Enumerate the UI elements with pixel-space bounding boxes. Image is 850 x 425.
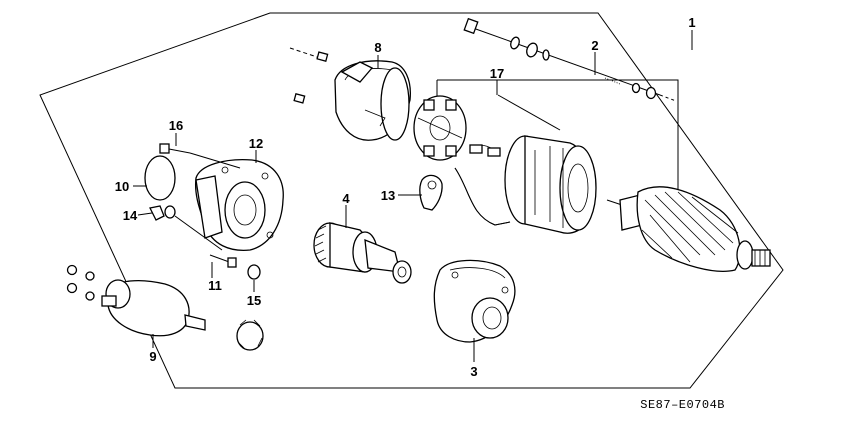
field-yoke [454, 135, 597, 234]
screw-16 [159, 143, 241, 169]
callout-11: 11 [208, 278, 222, 293]
gear-housing [433, 259, 516, 343]
callout-17-bracket [436, 79, 679, 190]
drive-housing [194, 159, 284, 251]
idler-gear [236, 319, 264, 351]
terminal-lead [419, 174, 443, 211]
grommet [247, 264, 261, 280]
diagram-boundary [39, 12, 784, 389]
through-bolt [463, 17, 677, 102]
diagram-code: SE87–E0704B [640, 398, 725, 412]
rear-end-cover [289, 47, 411, 141]
callout-3: 3 [470, 364, 477, 379]
callout-16: 16 [169, 118, 183, 133]
callout-13: 13 [381, 188, 395, 203]
callout-labels: 1 2 3 4 8 9 10 11 12 13 14 15 16 17 [115, 15, 696, 379]
o-ring [144, 155, 176, 201]
callout-2: 2 [591, 38, 598, 53]
armature [606, 186, 771, 272]
callout-15: 15 [247, 293, 261, 308]
overrunning-clutch [313, 222, 412, 284]
bolt-11 [209, 254, 237, 268]
callout-17: 17 [490, 66, 504, 81]
callout-10: 10 [115, 179, 129, 194]
solenoid [66, 264, 206, 337]
callout-12: 12 [249, 136, 263, 151]
callout-9: 9 [149, 349, 156, 364]
callout-1: 1 [688, 15, 695, 30]
callout-14: 14 [123, 208, 138, 223]
leader-lines [133, 30, 693, 362]
callout-4: 4 [342, 191, 350, 206]
terminal-clip [149, 205, 223, 251]
callout-8: 8 [374, 40, 381, 55]
brush-holder [413, 95, 467, 161]
